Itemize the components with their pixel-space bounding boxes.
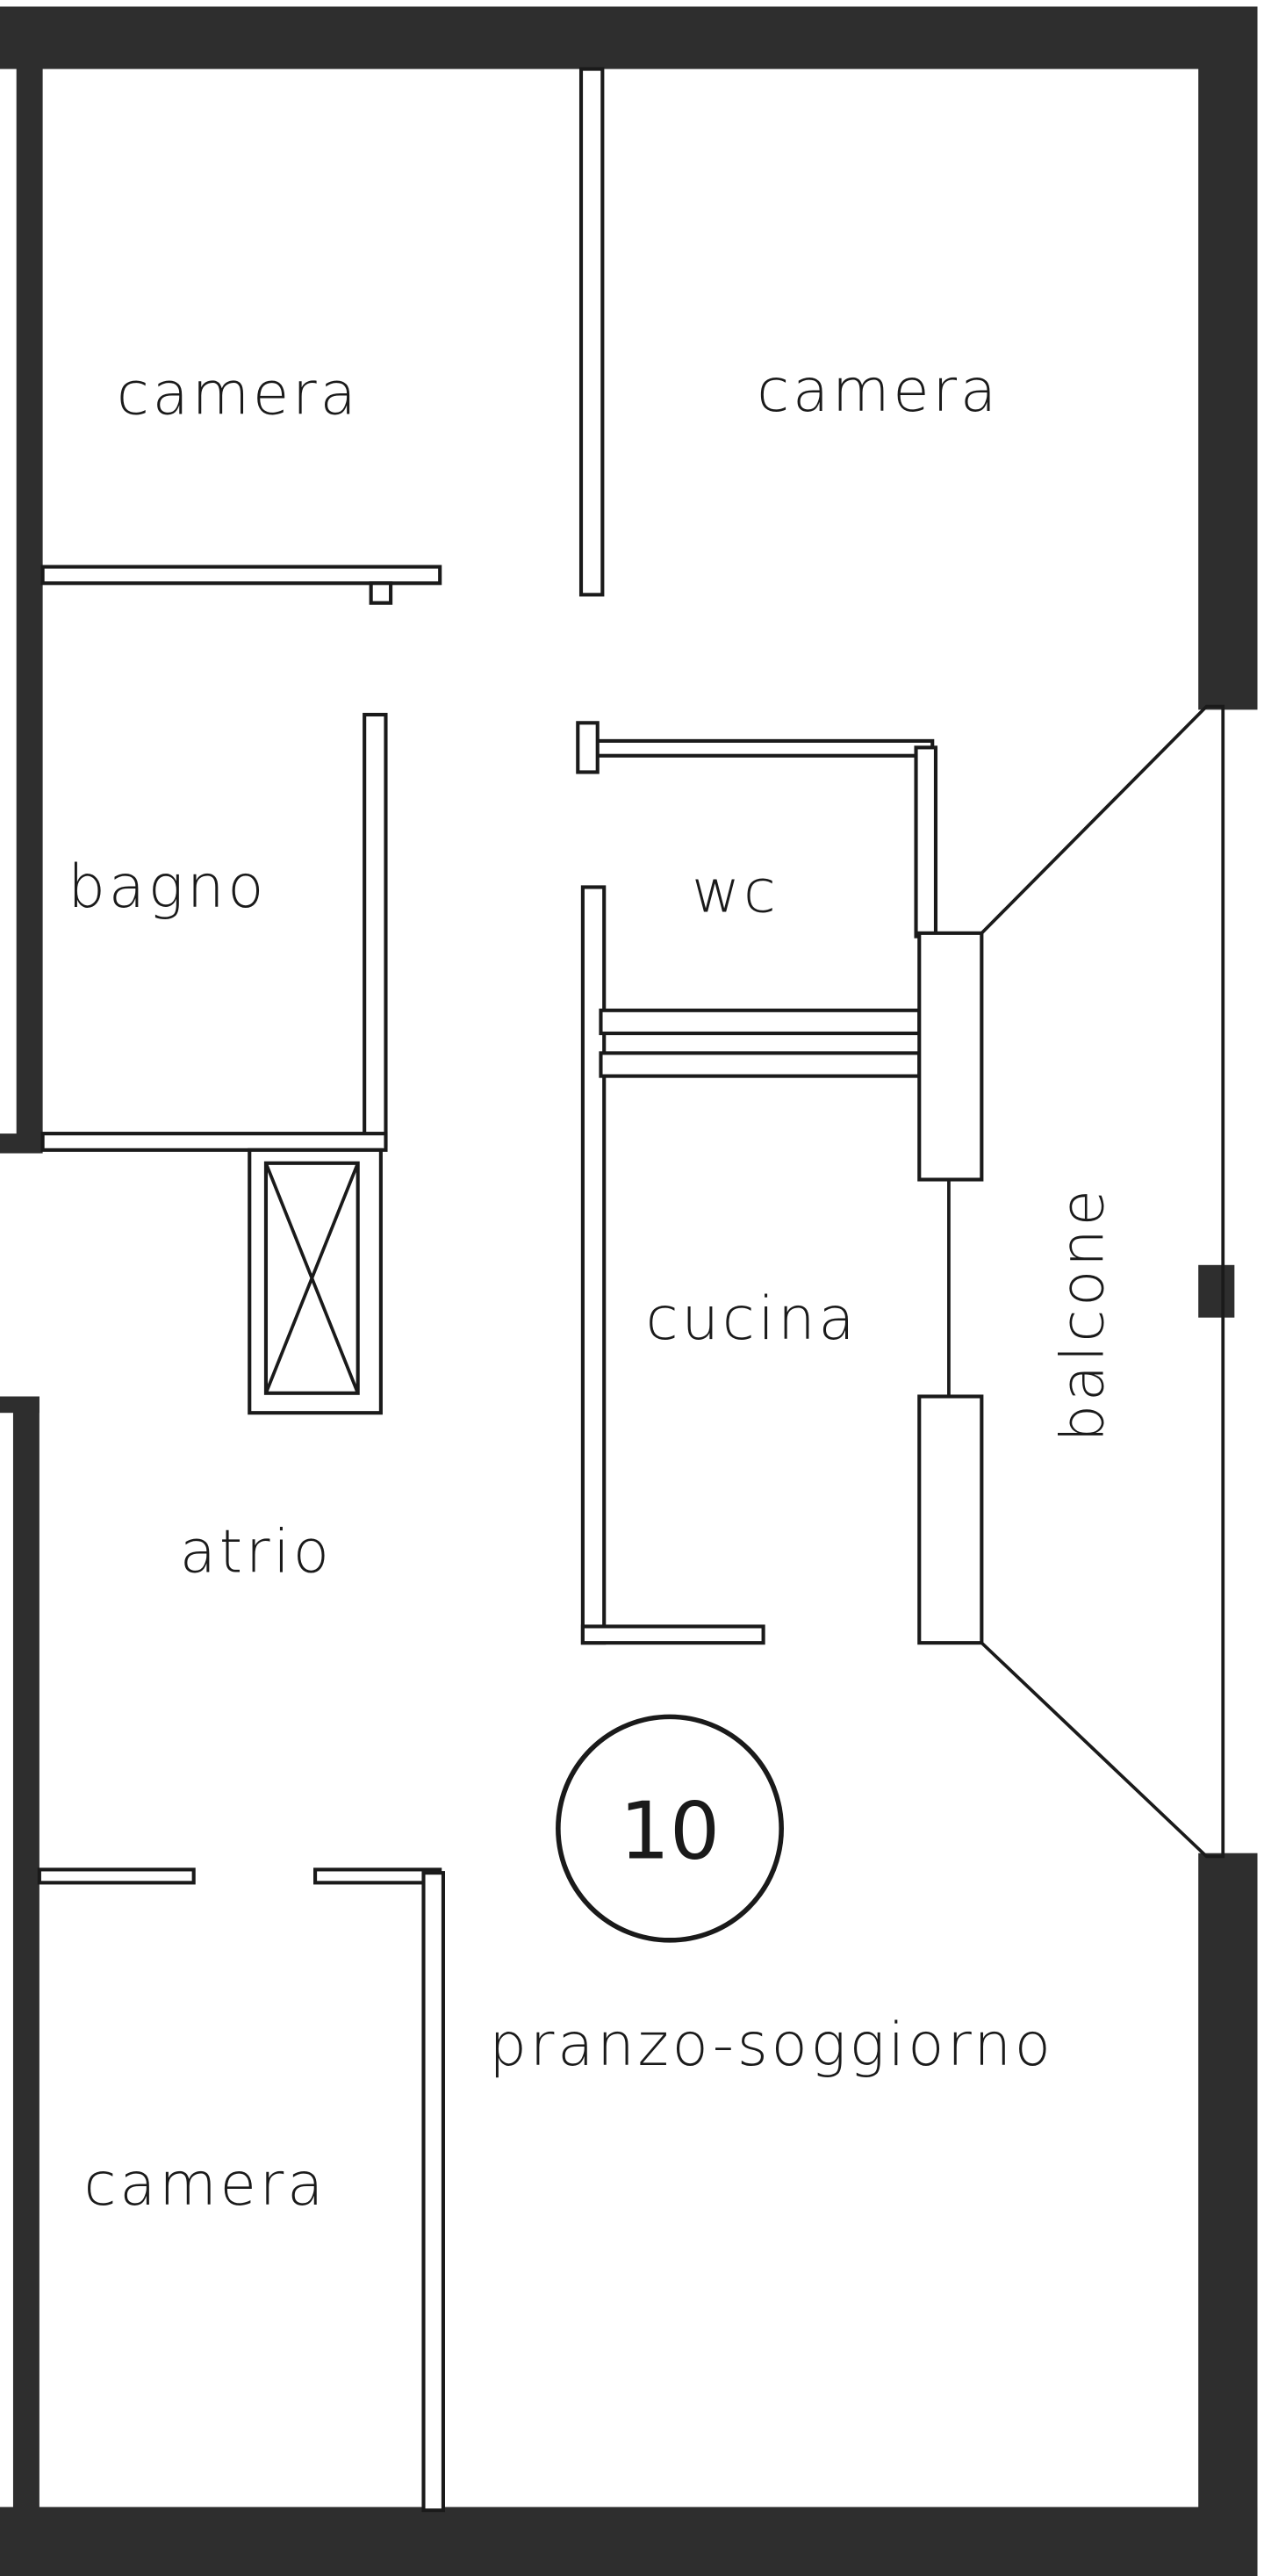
right-wall-notch xyxy=(1198,1264,1235,1318)
top-wall xyxy=(0,6,1258,69)
window-upper xyxy=(917,931,984,1182)
wall-wc-top xyxy=(582,738,935,758)
wall-bagno-atrio xyxy=(40,1132,388,1152)
label-bagno: bagno xyxy=(68,852,267,921)
balcony xyxy=(980,704,1225,1859)
wall-camera-divider xyxy=(578,67,605,597)
label-cucina: cucina xyxy=(646,1284,858,1353)
unit-number: 10 xyxy=(620,1786,720,1877)
wall-wc-kitchen-a xyxy=(599,1008,922,1036)
left-wall-stub xyxy=(0,1133,43,1154)
label-atrio: atrio xyxy=(180,1517,333,1587)
label-camera-top-left: camera xyxy=(117,359,360,428)
wall-camera-bottom-b xyxy=(313,1867,442,1885)
left-wall-lower xyxy=(12,1396,40,2514)
wall-kitchen-bottom xyxy=(580,1624,765,1645)
wall-kitchen-left xyxy=(580,885,607,1645)
wall-wc-cap xyxy=(576,721,600,774)
label-balcone: balcone xyxy=(1048,1186,1117,1442)
label-wc: wc xyxy=(692,856,779,925)
shaft-box xyxy=(248,1148,383,1415)
outer-walls xyxy=(0,6,1258,2576)
wall-tab xyxy=(369,581,393,605)
left-wall-upper xyxy=(16,65,43,1150)
wall-wc-right xyxy=(914,745,938,939)
label-pranzo-soggiorno: pranzo-soggiorno xyxy=(489,2010,1053,2079)
label-camera-bottom: camera xyxy=(83,2149,327,2219)
bottom-wall xyxy=(0,2507,1258,2576)
right-wall-lower xyxy=(1198,1853,1258,2576)
left-wall-stub-2 xyxy=(0,1396,40,1414)
wall-camera-bottom-right xyxy=(421,1871,445,2513)
right-wall-upper xyxy=(1198,6,1258,710)
wall-bagno-right xyxy=(363,712,388,1148)
window-lower xyxy=(917,1394,984,1645)
wall-camera-bagno xyxy=(40,565,442,586)
wall-wc-kitchen-b xyxy=(599,1051,922,1078)
label-camera-top-right: camera xyxy=(757,356,1000,425)
interior-walls xyxy=(37,67,984,2513)
unit-number-badge: 10 xyxy=(556,1714,784,1943)
wall-camera-bottom-a xyxy=(37,1867,196,1885)
